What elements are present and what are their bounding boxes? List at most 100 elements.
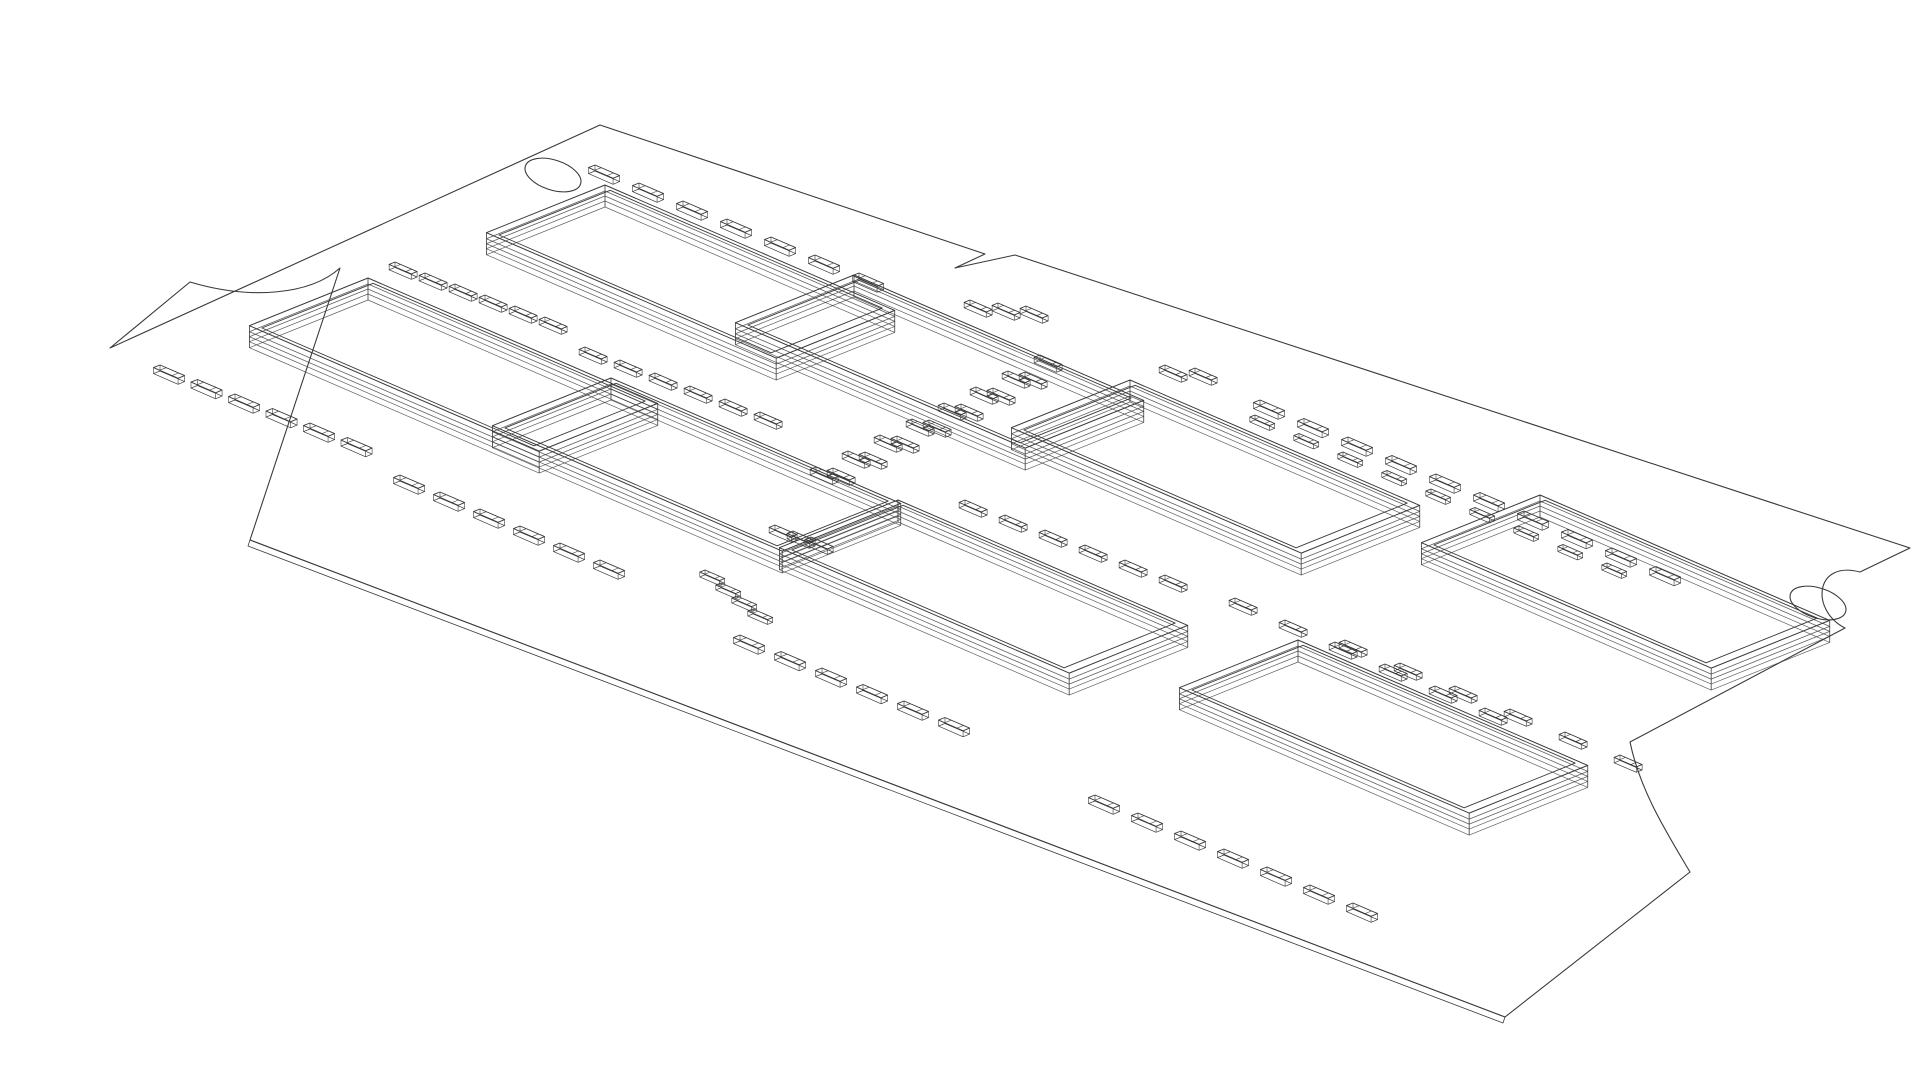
memory-chip-3 — [734, 274, 1145, 471]
smd-component-62 — [718, 398, 748, 417]
smd-component-60 — [648, 372, 678, 391]
smd-component-15 — [815, 667, 848, 688]
smd-component-55 — [478, 294, 508, 313]
smd-component-100 — [1158, 364, 1188, 383]
smd-component-30 — [764, 236, 797, 257]
smd-component-105 — [747, 608, 774, 625]
smd-component-34 — [1297, 418, 1330, 439]
smd-component-5 — [303, 422, 336, 443]
smd-component-22 — [1217, 848, 1250, 869]
smd-component-80 — [998, 514, 1028, 533]
smd-component-76 — [890, 435, 920, 454]
mounting-hole-1 — [524, 157, 582, 193]
smd-component-53 — [418, 272, 448, 291]
smd-component-68 — [905, 418, 935, 437]
smd-component-94 — [1503, 708, 1533, 727]
smd-component-66 — [969, 386, 999, 405]
smd-component-26 — [588, 164, 621, 185]
smd-components — [153, 164, 1682, 923]
smd-component-99 — [1019, 305, 1049, 324]
memory-chip-6 — [778, 499, 1189, 696]
smd-component-19 — [1088, 794, 1121, 815]
smd-component-49 — [1513, 525, 1540, 542]
smd-component-101 — [1188, 367, 1218, 386]
smd-component-96 — [1613, 754, 1643, 773]
smd-component-93 — [1448, 685, 1478, 704]
smd-component-54 — [448, 283, 478, 302]
smd-component-83 — [1118, 559, 1148, 578]
smd-component-16 — [856, 684, 889, 705]
memory-chips — [248, 184, 1831, 836]
smd-component-74 — [954, 403, 984, 422]
smd-component-2 — [190, 379, 223, 400]
smd-component-39 — [1517, 510, 1550, 531]
smd-component-81 — [1038, 529, 1068, 548]
smd-component-9 — [473, 508, 506, 529]
smd-component-91 — [1338, 639, 1368, 658]
smd-component-20 — [1131, 812, 1164, 833]
smd-component-46 — [1381, 470, 1408, 487]
smd-component-73 — [986, 387, 1016, 406]
smd-component-29 — [720, 218, 753, 239]
smd-component-104 — [731, 595, 758, 612]
smd-component-90 — [1478, 707, 1508, 726]
smd-component-27 — [632, 182, 665, 203]
smd-component-92 — [1393, 662, 1423, 681]
pcb-edge-thickness — [247, 539, 1506, 1024]
smd-component-95 — [1558, 731, 1588, 750]
pcb-board — [109, 124, 1911, 1024]
smd-component-52 — [388, 261, 418, 280]
smd-component-45 — [1337, 451, 1364, 468]
smd-component-79 — [958, 499, 988, 518]
smd-component-25 — [1346, 902, 1379, 923]
smd-component-14 — [774, 651, 807, 672]
memory-chip-2 — [248, 277, 659, 474]
smd-component-61 — [683, 385, 713, 404]
smd-component-43 — [1249, 414, 1276, 431]
smd-component-44 — [1293, 433, 1320, 450]
mounting-hole-2 — [1789, 585, 1847, 621]
smd-component-31 — [808, 254, 841, 275]
smd-component-33 — [1253, 399, 1286, 420]
smd-component-3 — [228, 393, 261, 414]
smd-component-18 — [938, 717, 971, 738]
smd-component-70 — [841, 450, 871, 469]
memory-chip-5 — [1010, 379, 1421, 576]
smd-component-77 — [858, 451, 888, 470]
smd-component-65 — [1001, 370, 1031, 389]
smd-component-7 — [393, 474, 426, 495]
smd-component-24 — [1303, 884, 1336, 905]
smd-component-10 — [513, 525, 546, 546]
smd-component-97 — [963, 299, 993, 318]
smd-component-58 — [578, 346, 608, 365]
smd-component-102 — [699, 569, 726, 586]
smd-component-82 — [1078, 544, 1108, 563]
smd-component-6 — [340, 437, 373, 458]
smd-component-35 — [1341, 436, 1374, 457]
smd-component-72 — [1018, 371, 1048, 390]
smd-component-21 — [1174, 830, 1207, 851]
smd-component-88 — [1378, 663, 1408, 682]
memory-chip-7 — [1420, 494, 1831, 691]
smd-component-86 — [1278, 619, 1308, 638]
smd-component-69 — [873, 434, 903, 453]
smd-component-23 — [1260, 866, 1293, 887]
smd-component-11 — [553, 542, 586, 563]
smd-component-56 — [508, 305, 538, 324]
smd-component-47 — [1425, 488, 1452, 505]
smd-component-12 — [593, 559, 626, 580]
memory-chip-1 — [485, 184, 896, 381]
smd-component-75 — [922, 419, 952, 438]
smd-component-13 — [733, 634, 766, 655]
smd-component-98 — [991, 302, 1021, 321]
smd-component-63 — [753, 411, 783, 430]
smd-component-4 — [265, 408, 298, 429]
smd-component-103 — [715, 582, 742, 599]
smd-component-59 — [613, 359, 643, 378]
smd-component-85 — [1228, 597, 1258, 616]
smd-component-57 — [538, 316, 568, 335]
smd-component-1 — [153, 364, 186, 385]
memory-chip-8 — [1178, 639, 1589, 836]
